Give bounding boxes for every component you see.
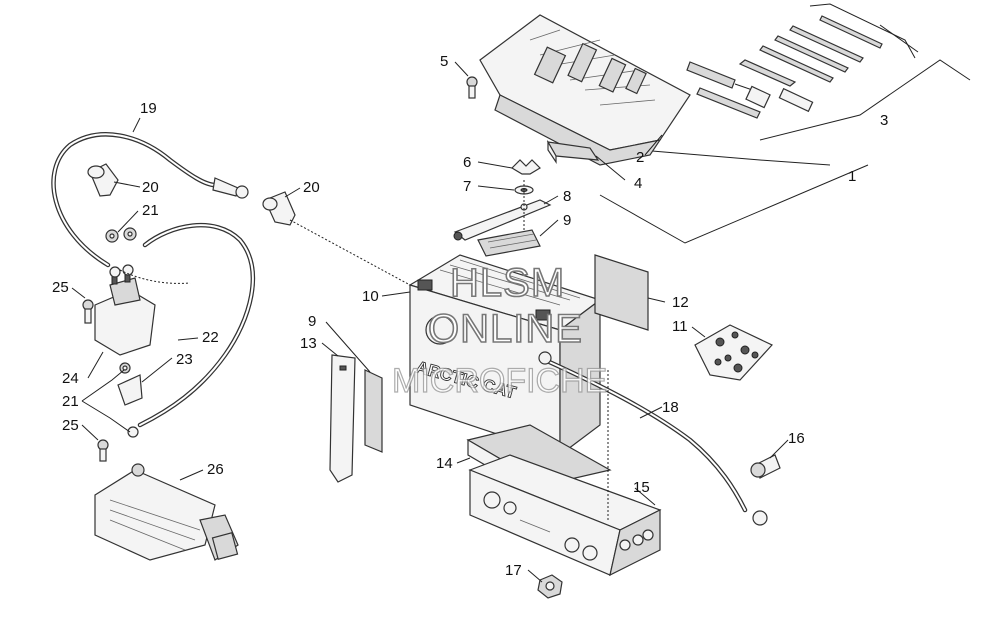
wing-nut <box>511 159 541 175</box>
tool-kit <box>686 3 919 119</box>
callout-26: 26 <box>207 461 224 478</box>
starter-cable <box>127 223 256 438</box>
nut-21-upper <box>105 227 137 243</box>
callout-13: 13 <box>300 335 317 352</box>
bolt-25-lower <box>97 439 109 462</box>
callout-23: 23 <box>176 351 193 368</box>
watermark: HLSM ONLINE MICROFICHE <box>391 260 608 400</box>
callout-1: 1 <box>848 168 856 185</box>
callout-4: 4 <box>634 175 642 192</box>
callout-10: 10 <box>362 288 379 305</box>
terminal-boot-23 <box>117 374 143 406</box>
battery-box <box>468 454 662 577</box>
battery-strap <box>329 354 356 483</box>
nut-21-lower <box>119 362 131 374</box>
callout-25-lower: 25 <box>62 417 79 434</box>
callout-16: 16 <box>788 430 805 447</box>
callout-24: 24 <box>62 370 79 387</box>
watermark-line1: HLSM <box>450 261 565 305</box>
positive-cable <box>51 132 249 268</box>
terminal-boot-right <box>262 191 296 226</box>
terminal-boot-left <box>87 163 119 197</box>
callout-14: 14 <box>436 455 453 472</box>
starter-solenoid <box>94 264 156 356</box>
bolt-16 <box>750 454 781 479</box>
callout-11: 11 <box>672 318 688 335</box>
callout-22: 22 <box>202 329 219 346</box>
callout-15: 15 <box>633 479 650 496</box>
watermark-line2: ONLINE <box>428 307 583 351</box>
tool-tray <box>479 14 691 166</box>
callout-20-right: 20 <box>303 179 320 196</box>
callout-17: 17 <box>505 562 522 579</box>
watermark-line3: MICROFICHE <box>392 362 607 400</box>
nut-17 <box>537 574 563 599</box>
leader-lines <box>71 61 789 583</box>
hardware-kit <box>694 324 773 381</box>
negative-cable <box>538 351 768 526</box>
callout-labels: 1 2 3 4 5 6 7 8 9 9 10 11 12 13 14 15 16… <box>52 53 888 579</box>
alignment-lines <box>119 180 609 520</box>
callout-8: 8 <box>563 188 571 205</box>
callout-18: 18 <box>662 399 679 416</box>
callout-5: 5 <box>440 53 448 70</box>
callout-21-upper: 21 <box>142 202 159 219</box>
starter-motor <box>94 463 239 561</box>
callout-21-lower: 21 <box>62 393 79 410</box>
battery-pad-upper <box>477 229 541 257</box>
callout-9-upper: 9 <box>563 212 571 229</box>
screw-5 <box>466 76 478 99</box>
tray-pad <box>546 139 600 164</box>
callout-6: 6 <box>463 154 471 171</box>
bolt-25-upper <box>82 299 94 324</box>
callout-12: 12 <box>672 294 689 311</box>
battery-label <box>594 254 649 331</box>
callout-2: 2 <box>636 149 644 166</box>
callout-19: 19 <box>140 100 157 117</box>
callout-9-lower: 9 <box>308 313 316 330</box>
callout-3: 3 <box>880 112 888 129</box>
callout-7: 7 <box>463 178 471 195</box>
battery-pad-lower <box>364 369 383 453</box>
assembly-bracket-1 <box>599 149 869 244</box>
callout-25-upper: 25 <box>52 279 69 296</box>
hold-down-strap <box>453 199 552 241</box>
callout-20-left: 20 <box>142 179 159 196</box>
assembly-bracket-3 <box>759 59 971 141</box>
